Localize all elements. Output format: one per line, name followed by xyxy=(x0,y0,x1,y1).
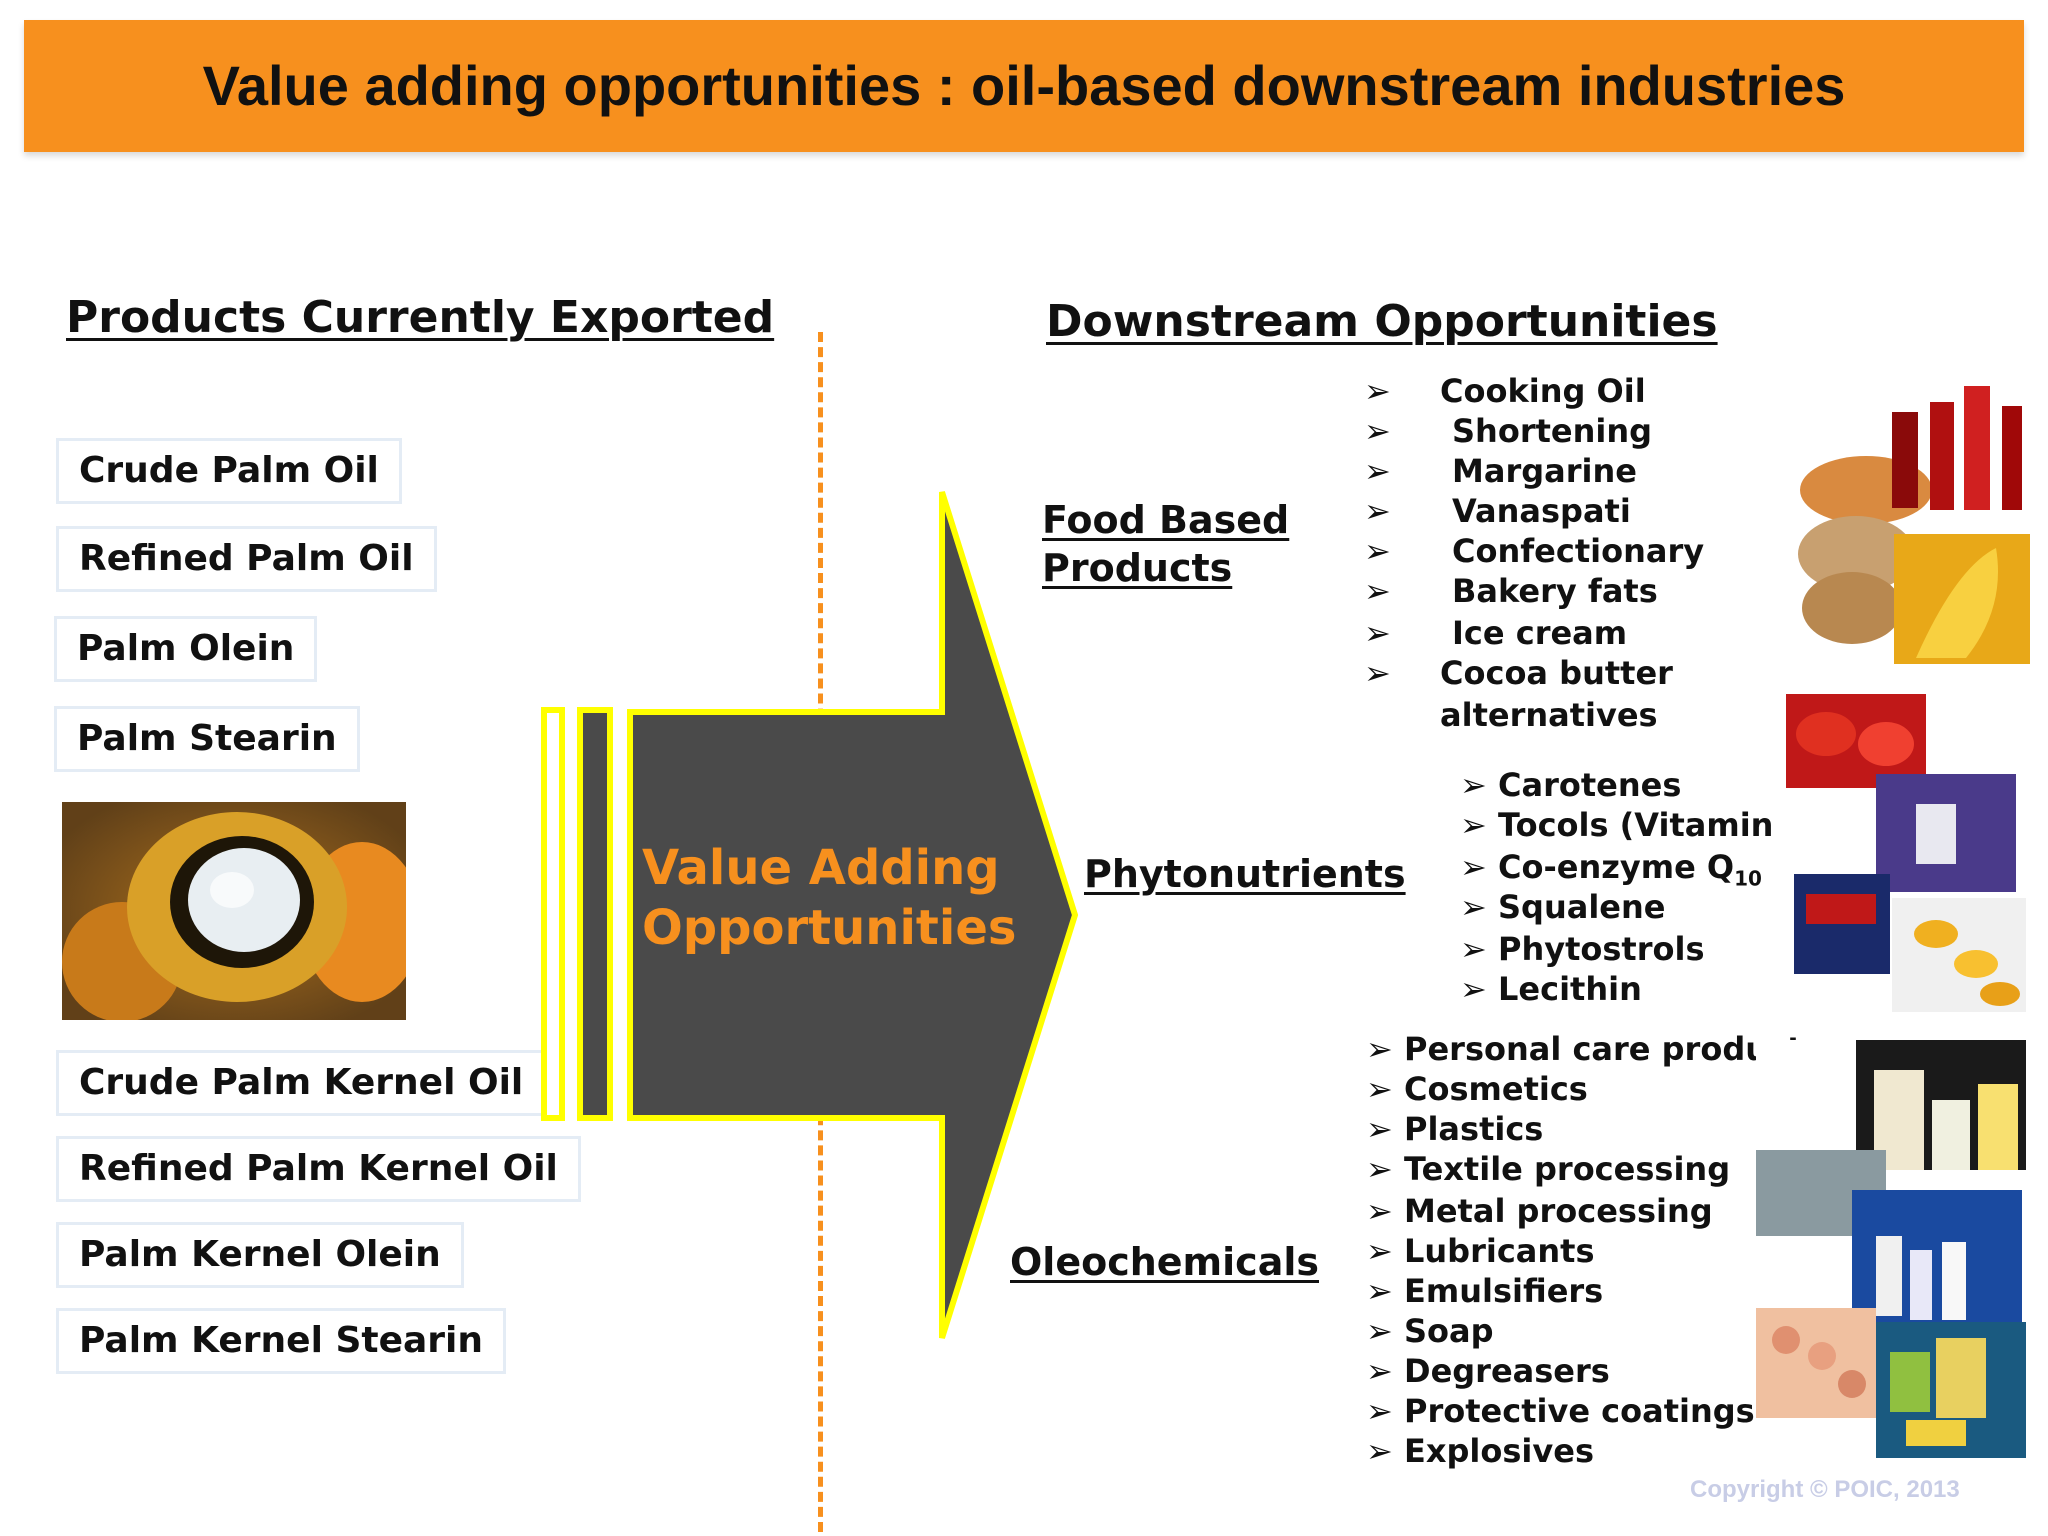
food-based-label: Food Based Products xyxy=(1042,496,1289,592)
chevron-bullet-icon: ➢ xyxy=(1364,614,1391,652)
chevron-bullet-icon: ➢ xyxy=(1460,930,1487,968)
chevron-bullet-icon: ➢ xyxy=(1366,1110,1393,1148)
copyright-notice: Copyright © POIC, 2013 xyxy=(1690,1476,1960,1503)
product-palm-kernel-stearin: Palm Kernel Stearin xyxy=(56,1308,507,1374)
product-palm-kernel-olein: Palm Kernel Olein xyxy=(56,1222,464,1288)
oleochemicals-label: Oleochemicals xyxy=(1010,1240,1319,1284)
chevron-bullet-icon: ➢ xyxy=(1364,572,1391,610)
chevron-bullet-icon: ➢ xyxy=(1460,970,1487,1008)
chevron-bullet-icon: ➢ xyxy=(1366,1192,1393,1230)
chevron-bullet-icon: ➢ xyxy=(1366,1432,1393,1470)
arrow-label-line2: Opportunities xyxy=(642,900,1017,956)
product-crude-palm-oil: Crude Palm Oil xyxy=(56,438,402,504)
product-refined-palm-kernel-oil: Refined Palm Kernel Oil xyxy=(56,1136,581,1202)
page-title: Value adding opportunities : oil-based d… xyxy=(202,54,1846,117)
food-label-line1: Food Based xyxy=(1042,498,1290,542)
chevron-bullet-icon: ➢ xyxy=(1364,372,1391,410)
oleochemical-products-photo xyxy=(1756,1040,2026,1460)
arrow-stripe-thin xyxy=(541,707,565,1121)
product-refined-palm-oil: Refined Palm Oil xyxy=(56,526,437,592)
chevron-bullet-icon: ➢ xyxy=(1364,492,1391,530)
chevron-bullet-icon: ➢ xyxy=(1366,1272,1393,1310)
oleo-list: ➢Personal care products ➢Cosmetics ➢Plas… xyxy=(1366,1030,1822,1470)
arrow-body xyxy=(627,491,1079,1339)
chevron-bullet-icon: ➢ xyxy=(1366,1232,1393,1270)
food-label-line2: Products xyxy=(1042,546,1233,590)
value-adding-arrow xyxy=(541,491,1079,1339)
phytonutrient-capsules-photo xyxy=(1786,694,2026,1016)
chevron-bullet-icon: ➢ xyxy=(1460,806,1487,844)
title-bar: Value adding opportunities : oil-based d… xyxy=(24,20,2024,152)
cooking-oil-bottles-photo xyxy=(1796,378,2030,664)
chevron-bullet-icon: ➢ xyxy=(1460,766,1487,804)
chevron-bullet-icon: ➢ xyxy=(1364,532,1391,570)
subscript-10: 10 xyxy=(1734,866,1762,891)
chevron-bullet-icon: ➢ xyxy=(1366,1392,1393,1430)
product-palm-olein: Palm Olein xyxy=(54,616,318,682)
product-palm-stearin: Palm Stearin xyxy=(54,706,360,772)
chevron-bullet-icon: ➢ xyxy=(1366,1070,1393,1108)
chevron-bullet-icon: ➢ xyxy=(1364,452,1391,490)
palm-fruit-photo xyxy=(62,802,406,1020)
phytonutrients-label: Phytonutrients xyxy=(1084,852,1406,896)
chevron-bullet-icon: ➢ xyxy=(1366,1030,1393,1068)
exported-products-heading: Products Currently Exported xyxy=(66,292,775,343)
phyto-list: ➢Carotenes ➢Tocols (Vitamin E) ➢Co-enzym… xyxy=(1460,766,1822,1008)
chevron-bullet-icon: ➢ xyxy=(1366,1150,1393,1188)
arrow-label-line1: Value Adding xyxy=(642,840,1000,896)
product-crude-palm-kernel-oil: Crude Palm Kernel Oil xyxy=(56,1050,547,1116)
chevron-bullet-icon: ➢ xyxy=(1366,1312,1393,1350)
chevron-bullet-icon: ➢ xyxy=(1364,412,1391,450)
chevron-bullet-icon: ➢ xyxy=(1460,888,1487,926)
chevron-bullet-icon: ➢ xyxy=(1460,848,1487,886)
arrow-label: Value Adding Opportunities xyxy=(642,838,1016,958)
chevron-bullet-icon: ➢ xyxy=(1366,1352,1393,1390)
arrow-stripe-thick xyxy=(577,707,613,1121)
chevron-bullet-icon: ➢ xyxy=(1364,654,1391,692)
food-list: ➢Cooking Oil ➢Shortening ➢Margarine ➢Van… xyxy=(1364,372,1705,734)
downstream-heading: Downstream Opportunities xyxy=(1046,296,1718,347)
